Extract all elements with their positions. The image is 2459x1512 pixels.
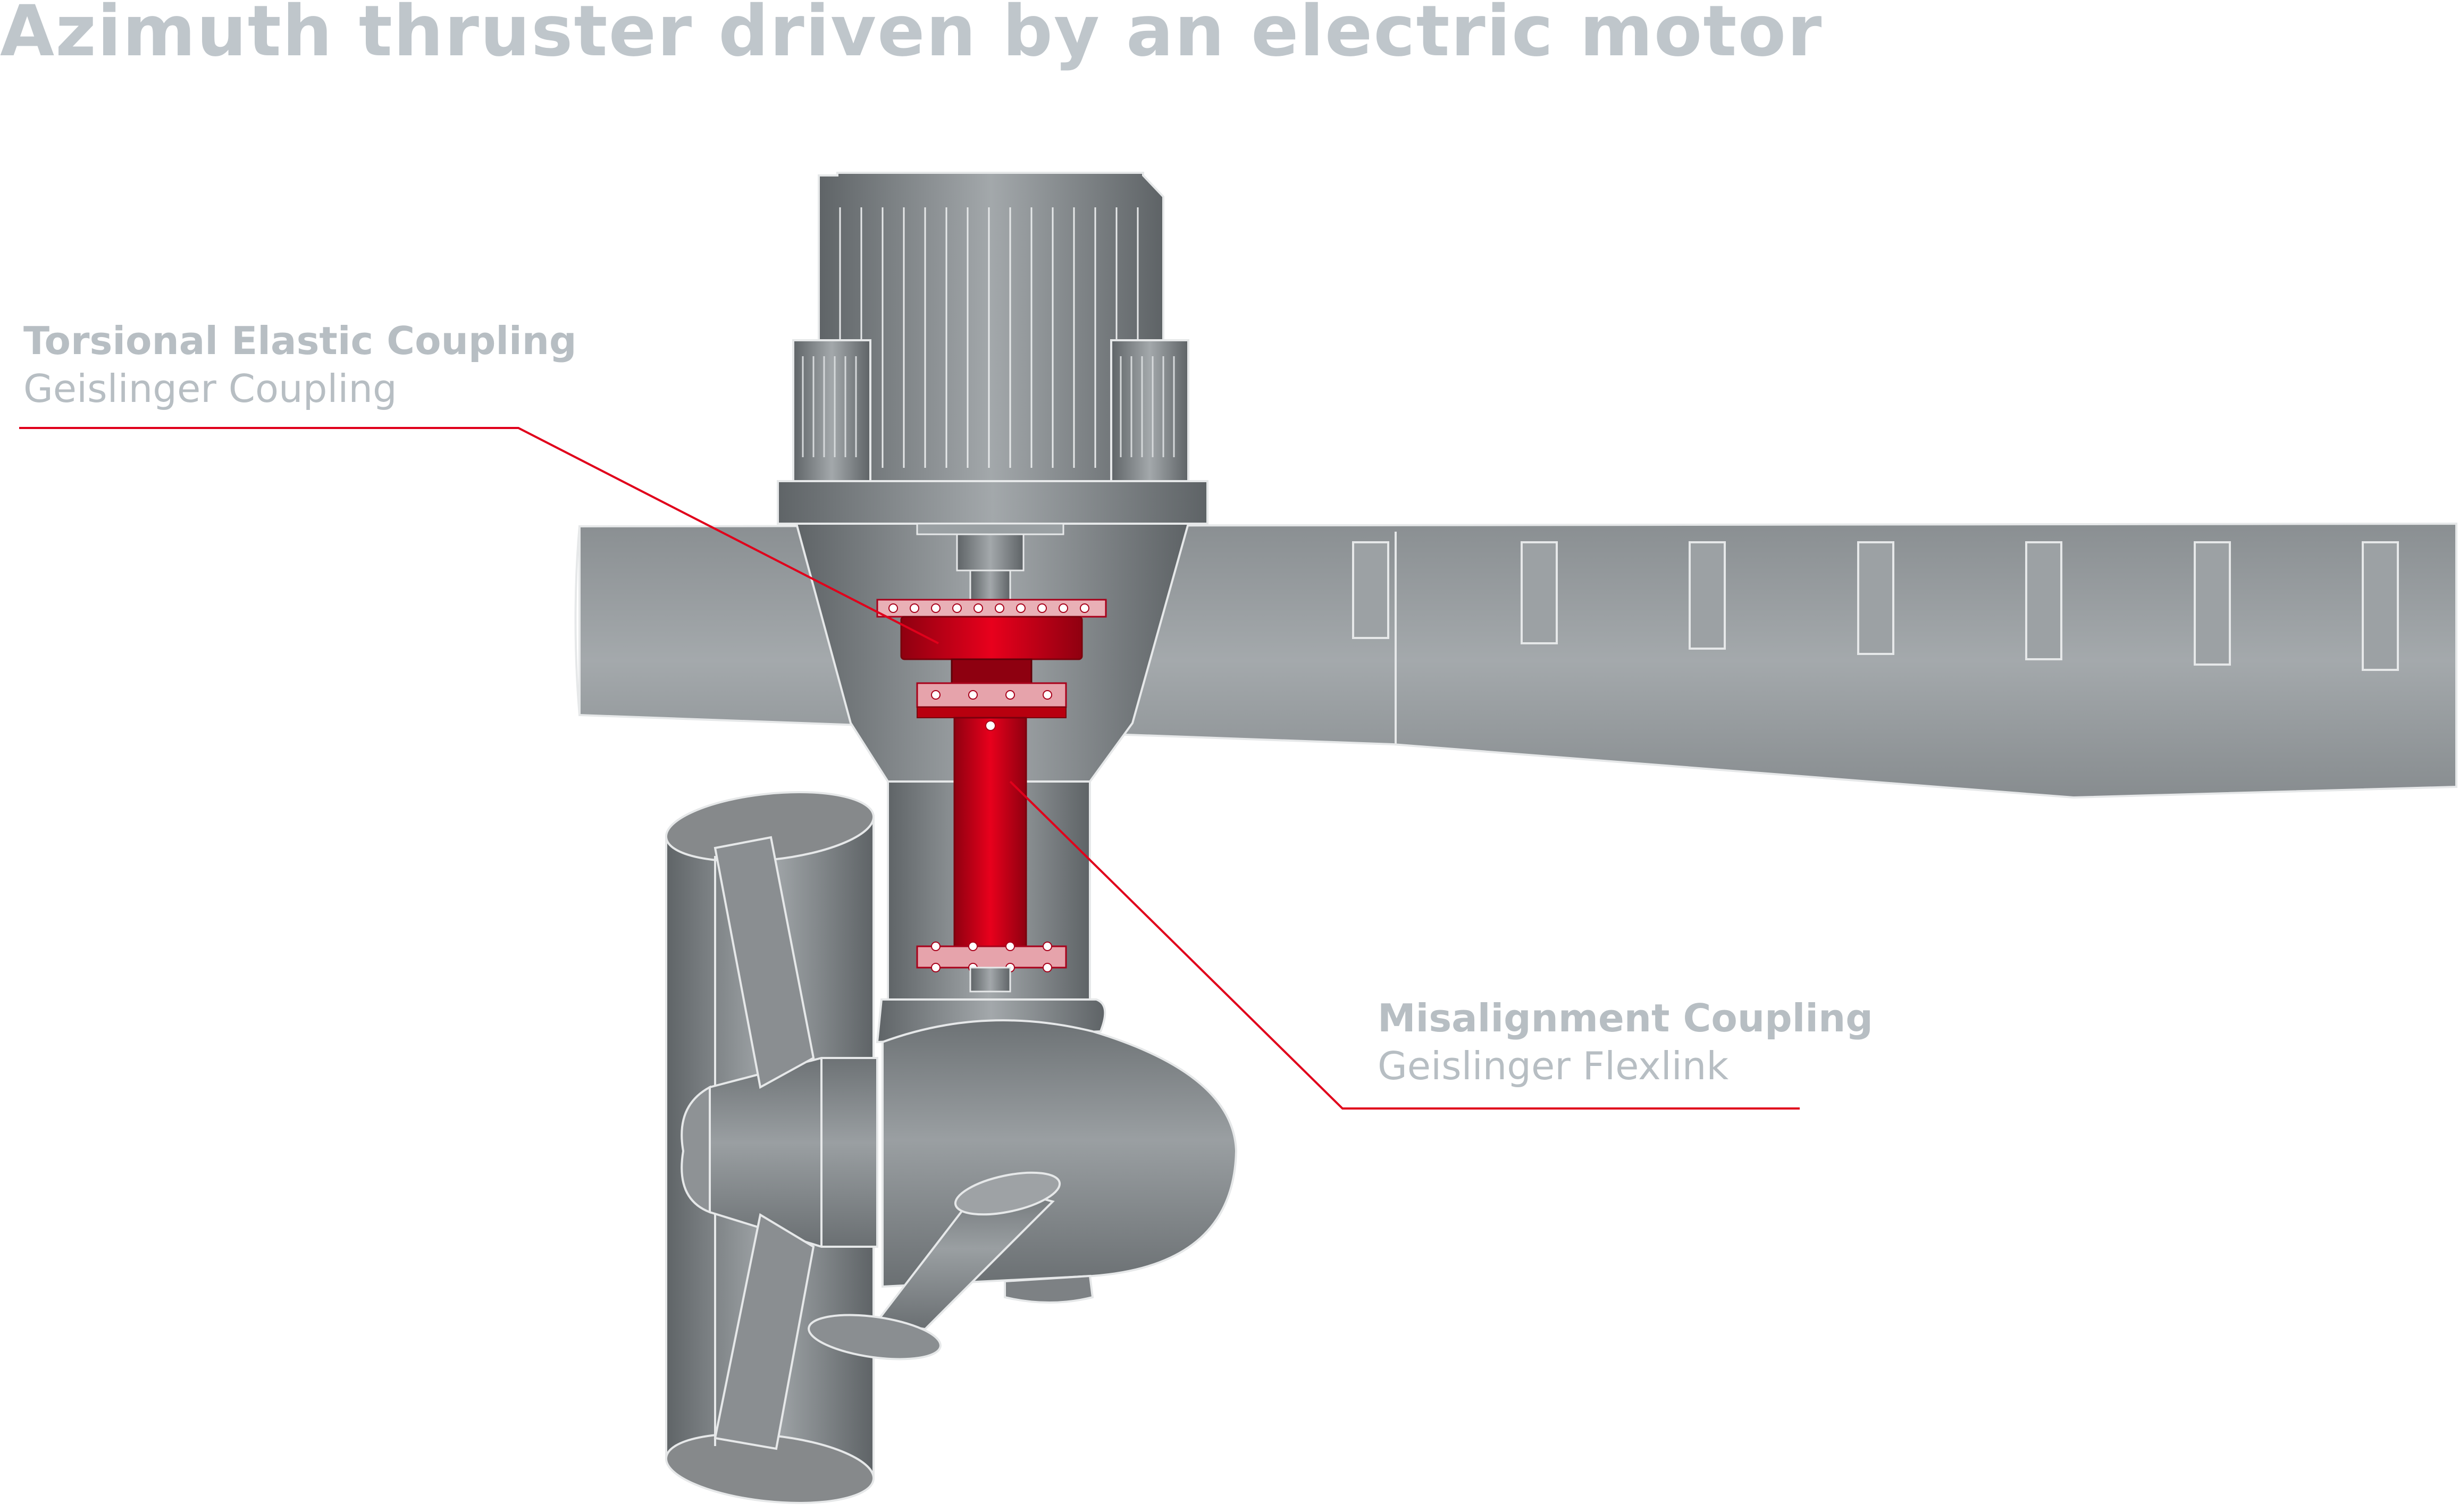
propeller-blade-lower [714, 1213, 815, 1450]
callout-misalignment-coupling: Misalignment Coupling Geislinger Flexlin… [1378, 994, 1873, 1090]
misalignment-coupling-flexlink [916, 717, 1067, 993]
leader-line-misalignment [1009, 780, 1800, 1110]
motor-side-box-right [1110, 339, 1189, 482]
motor-cooling-fins [839, 207, 1139, 468]
torsional-elastic-coupling [876, 599, 1107, 718]
callout-primary-label: Torsional Elastic Coupling [23, 318, 577, 363]
propeller-blade-upper [714, 836, 815, 1089]
callout-torsional-coupling: Torsional Elastic Coupling Geislinger Co… [23, 317, 577, 413]
motor-base-plate [777, 480, 1208, 525]
callout-secondary-label: Geislinger Flexlink [1378, 1044, 1729, 1088]
callout-primary-label: Misalignment Coupling [1378, 996, 1873, 1040]
drive-shaft [916, 523, 1064, 601]
page-title: Azimuth thruster driven by an electric m… [0, 0, 1823, 72]
callout-secondary-label: Geislinger Coupling [23, 366, 397, 411]
electric-motor [777, 172, 1208, 525]
hull-frames [1352, 541, 2399, 671]
motor-side-box-left [792, 339, 871, 482]
leader-line-torsional [19, 427, 939, 644]
propeller [681, 836, 1061, 1450]
